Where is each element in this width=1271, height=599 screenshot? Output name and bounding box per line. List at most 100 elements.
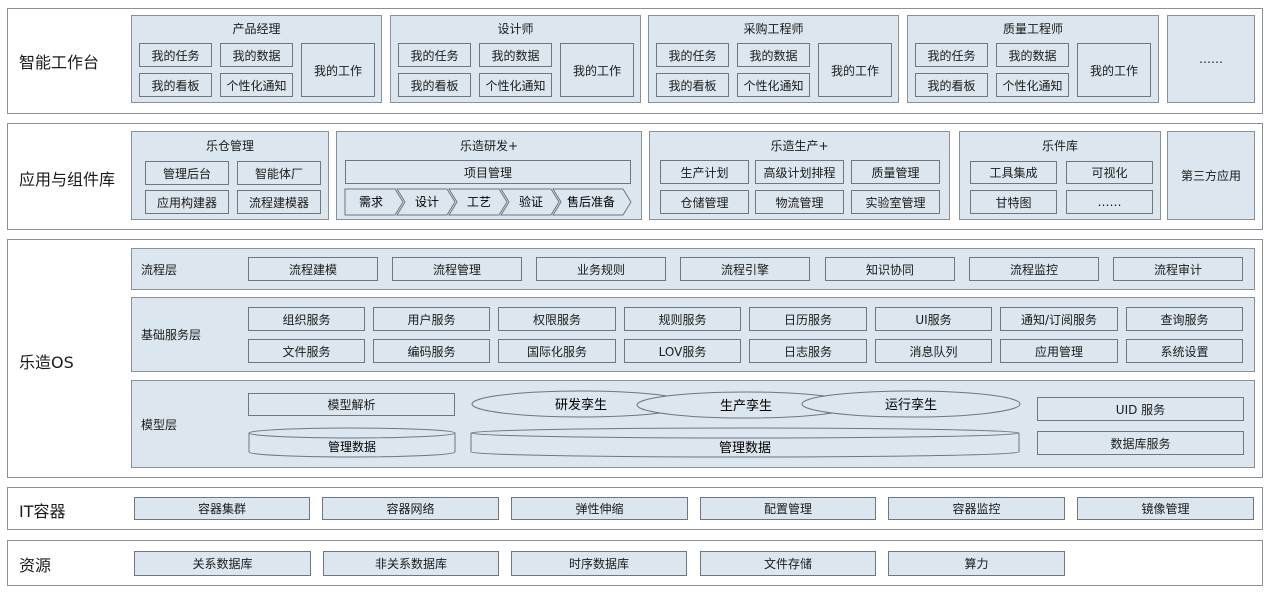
model-layer-shapes: 管理数据 管理数据 研发孪生 生产孪生 运行孪生 xyxy=(248,390,1021,458)
role-title: 设计师 xyxy=(497,22,534,36)
step-design[interactable] xyxy=(396,188,456,216)
process-engine[interactable]: 流程引擎 xyxy=(680,257,810,281)
personal-notify[interactable]: 个性化通知 xyxy=(737,73,810,97)
log-service[interactable]: 日志服务 xyxy=(749,339,867,363)
it-label: IT容器 xyxy=(19,502,66,521)
tool-integration[interactable]: 工具集成 xyxy=(970,161,1057,184)
my-tasks[interactable]: 我的任务 xyxy=(139,43,212,67)
ui-service[interactable]: UI服务 xyxy=(875,307,992,331)
advanced-scheduling[interactable]: 高级计划排程 xyxy=(755,160,844,184)
production-plan[interactable]: 生产计划 xyxy=(660,160,749,184)
run-twin[interactable] xyxy=(801,390,1021,418)
personal-notify[interactable]: 个性化通知 xyxy=(479,73,552,97)
mgmt-data-cylinder-center[interactable] xyxy=(470,427,1020,458)
knowledge-collab[interactable]: 知识协同 xyxy=(825,257,955,281)
user-service[interactable]: 用户服务 xyxy=(373,307,490,331)
image-management[interactable]: 镜像管理 xyxy=(1077,497,1254,520)
coding-service[interactable]: 编码服务 xyxy=(373,339,490,363)
role-title: 产品经理 xyxy=(232,22,281,36)
my-data[interactable]: 我的数据 xyxy=(996,43,1069,67)
mgmt-data-center-label: 管理数据 xyxy=(719,441,771,456)
step-label: 验证 xyxy=(519,194,543,209)
step-requirement[interactable] xyxy=(344,188,404,216)
uid-service[interactable]: UID 服务 xyxy=(1037,397,1244,421)
lezao-rd-title: 乐造研发+ xyxy=(459,139,519,153)
file-storage[interactable]: 文件存储 xyxy=(700,551,876,576)
logistics-management[interactable]: 物流管理 xyxy=(755,190,844,214)
my-board[interactable]: 我的看板 xyxy=(398,73,471,97)
my-board[interactable]: 我的看板 xyxy=(656,73,729,97)
rule-service[interactable]: 规则服务 xyxy=(624,307,741,331)
my-tasks[interactable]: 我的任务 xyxy=(915,43,988,67)
notify-subscribe-service[interactable]: 通知/订阅服务 xyxy=(1000,307,1118,331)
container-cluster[interactable]: 容器集群 xyxy=(134,497,310,520)
base-layer-label: 基础服务层 xyxy=(141,328,202,342)
nosql-db[interactable]: 非关系数据库 xyxy=(323,551,499,576)
personal-notify[interactable]: 个性化通知 xyxy=(996,73,1069,97)
database-service[interactable]: 数据库服务 xyxy=(1037,431,1244,455)
warehouse-management[interactable]: 仓储管理 xyxy=(660,190,749,214)
project-management[interactable]: 项目管理 xyxy=(345,160,631,184)
more-components[interactable]: …… xyxy=(1066,190,1153,214)
twin-label: 研发孪生 xyxy=(555,397,607,413)
process-audit[interactable]: 流程审计 xyxy=(1113,257,1243,281)
admin-console[interactable]: 管理后台 xyxy=(145,161,229,185)
business-rules[interactable]: 业务规则 xyxy=(536,257,666,281)
timeseries-db[interactable]: 时序数据库 xyxy=(511,551,687,576)
step-verify[interactable] xyxy=(500,188,560,216)
process-management[interactable]: 流程管理 xyxy=(392,257,522,281)
my-data[interactable]: 我的数据 xyxy=(220,43,293,67)
my-data[interactable]: 我的数据 xyxy=(737,43,810,67)
step-label: 售后准备 xyxy=(567,194,615,209)
process-modeler[interactable]: 流程建模器 xyxy=(237,190,321,214)
step-label: 设计 xyxy=(415,195,439,209)
lecang-panel: 乐仓管理 管理后台 智能体厂 应用构建器 流程建模器 xyxy=(131,131,329,220)
i18n-service[interactable]: 国际化服务 xyxy=(498,339,616,363)
step-craft[interactable] xyxy=(448,188,508,216)
my-tasks[interactable]: 我的任务 xyxy=(398,43,471,67)
model-layer-label: 模型层 xyxy=(141,417,178,432)
step-aftersales[interactable] xyxy=(552,188,632,216)
system-settings[interactable]: 系统设置 xyxy=(1126,339,1243,363)
my-work[interactable]: 我的工作 xyxy=(560,43,634,97)
visualization[interactable]: 可视化 xyxy=(1066,161,1153,184)
lab-management[interactable]: 实验室管理 xyxy=(851,190,940,214)
my-work[interactable]: 我的工作 xyxy=(818,43,892,97)
permission-service[interactable]: 权限服务 xyxy=(498,307,616,331)
lov-service[interactable]: LOV服务 xyxy=(624,339,741,363)
process-monitor[interactable]: 流程监控 xyxy=(969,257,1099,281)
process-layer: 流程层 流程建模 流程管理 业务规则 流程引擎 知识协同 流程监控 流程审计 xyxy=(131,248,1255,290)
relational-db[interactable]: 关系数据库 xyxy=(134,551,311,576)
my-data[interactable]: 我的数据 xyxy=(479,43,552,67)
app-builder[interactable]: 应用构建器 xyxy=(145,190,229,214)
third-party-apps[interactable]: 第三方应用 xyxy=(1167,131,1255,220)
personal-notify[interactable]: 个性化通知 xyxy=(220,73,293,97)
my-board[interactable]: 我的看板 xyxy=(139,73,212,97)
gantt-chart[interactable]: 甘特图 xyxy=(970,190,1057,214)
my-work[interactable]: 我的工作 xyxy=(301,43,375,97)
elastic-scaling[interactable]: 弹性伸缩 xyxy=(511,497,688,520)
app-management[interactable]: 应用管理 xyxy=(1000,339,1118,363)
mgmt-data-cylinder-left[interactable] xyxy=(248,427,456,458)
my-tasks[interactable]: 我的任务 xyxy=(656,43,729,67)
message-queue[interactable]: 消息队列 xyxy=(875,339,992,363)
process-modeling[interactable]: 流程建模 xyxy=(248,257,378,281)
calendar-service[interactable]: 日历服务 xyxy=(749,307,867,331)
rd-process-chevrons: 需求 设计 工艺 验证 售后准备 xyxy=(344,188,632,216)
my-board[interactable]: 我的看板 xyxy=(915,73,988,97)
file-service[interactable]: 文件服务 xyxy=(248,339,365,363)
role-panel-product-manager: 产品经理 我的任务 我的数据 我的看板 个性化通知 我的工作 xyxy=(131,15,382,103)
base-service-layer: 基础服务层 组织服务 用户服务 权限服务 规则服务 日历服务 UI服务 通知/订… xyxy=(131,297,1255,372)
agent-factory[interactable]: 智能体厂 xyxy=(237,161,321,185)
container-monitor[interactable]: 容器监控 xyxy=(888,497,1065,520)
my-work[interactable]: 我的工作 xyxy=(1077,43,1151,97)
more-roles[interactable]: …… xyxy=(1167,15,1255,103)
container-network[interactable]: 容器网络 xyxy=(322,497,499,520)
query-service[interactable]: 查询服务 xyxy=(1126,307,1243,331)
quality-management[interactable]: 质量管理 xyxy=(851,160,940,184)
config-management[interactable]: 配置管理 xyxy=(700,497,876,520)
compute-power[interactable]: 算力 xyxy=(888,551,1065,576)
apps-label: 应用与组件库 xyxy=(19,170,116,189)
org-service[interactable]: 组织服务 xyxy=(248,307,365,331)
model-parsing[interactable]: 模型解析 xyxy=(248,393,455,416)
